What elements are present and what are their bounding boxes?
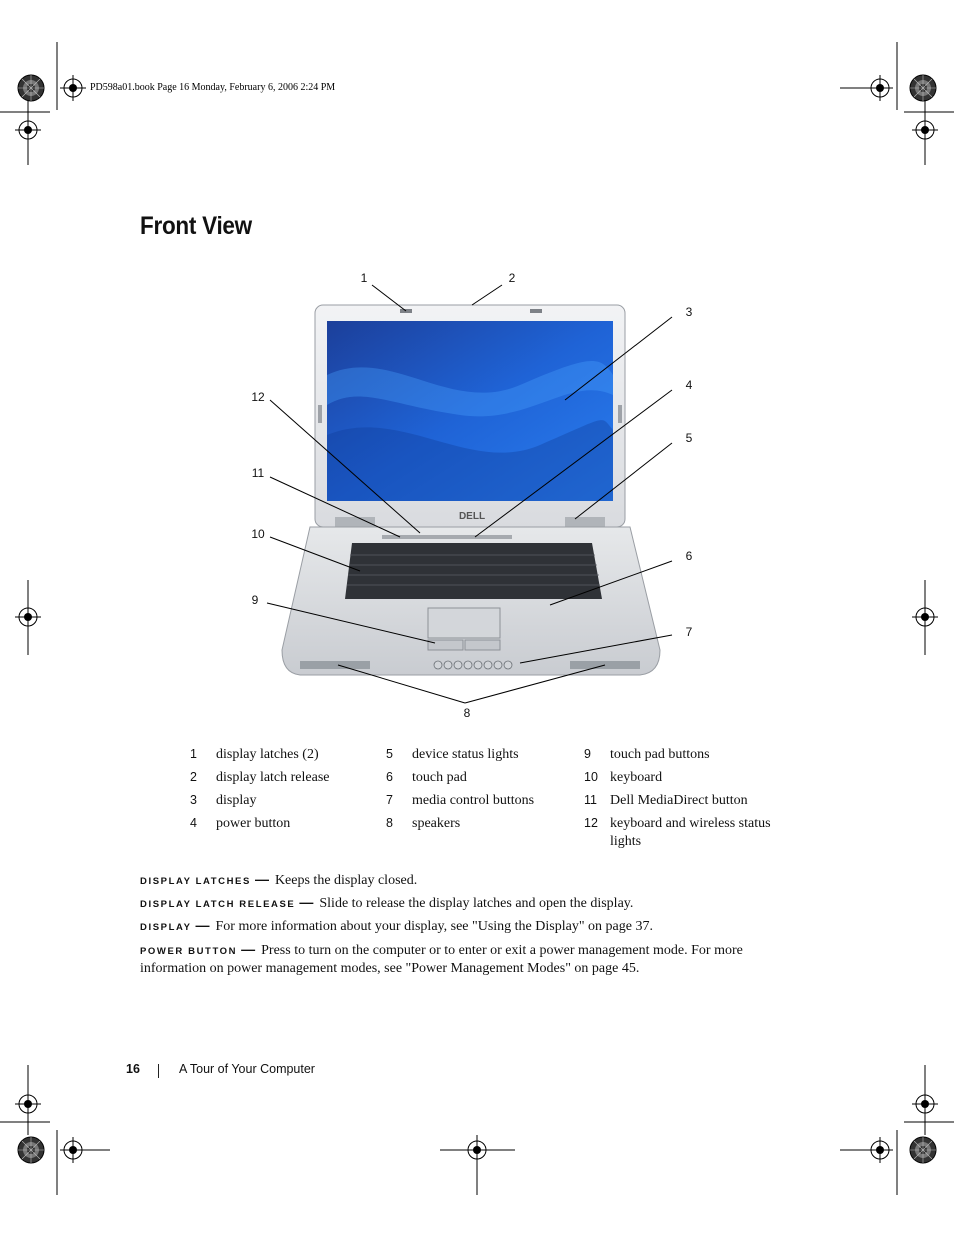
callout-10: 10 — [251, 527, 265, 541]
footer-divider — [158, 1064, 159, 1078]
description-term: DISPLAY — [140, 922, 192, 933]
callout-5: 5 — [685, 431, 693, 445]
description-text: Slide to release the display latches and… — [319, 896, 634, 911]
description-display-latch-release: DISPLAY LATCH RELEASE— Slide to release t… — [140, 894, 780, 913]
callout-9: 9 — [251, 593, 259, 607]
callout-11: 11 — [251, 466, 265, 480]
callout-1: 1 — [360, 271, 368, 285]
page-number: 16 — [126, 1062, 140, 1076]
display-screen — [327, 321, 613, 501]
description-text: Press to turn on the computer or to ente… — [140, 943, 743, 976]
print-slug: PD598a01.book Page 16 Monday, February 6… — [90, 82, 336, 93]
page-title: Front View — [140, 212, 252, 240]
speaker-left — [300, 661, 370, 669]
dell-logo: DELL — [459, 511, 485, 522]
callout-2: 2 — [508, 271, 516, 285]
callout-7: 7 — [685, 625, 693, 639]
description-text: For more information about your display,… — [215, 919, 653, 934]
laptop-front-view-figure: DELL — [240, 265, 710, 725]
keyboard — [345, 543, 602, 599]
touch-pad-button-left — [427, 639, 464, 651]
display-latch-right — [530, 309, 542, 313]
em-dash: — — [254, 871, 269, 887]
description-term: DISPLAY LATCHES — [140, 876, 251, 887]
description-text: Keeps the display closed. — [274, 873, 418, 888]
description-term: DISPLAY LATCH RELEASE — [140, 899, 296, 910]
callout-8: 8 — [463, 706, 471, 720]
description-display: DISPLAY— For more information about your … — [140, 917, 780, 936]
media-control-buttons — [433, 660, 513, 670]
status-lights — [382, 535, 512, 539]
touch-pad — [427, 607, 501, 639]
em-dash: — — [195, 917, 210, 933]
em-dash: — — [299, 894, 314, 910]
callout-4: 4 — [685, 378, 693, 392]
description-term: POWER BUTTON — [140, 946, 238, 957]
callout-leaders — [266, 284, 673, 704]
touch-pad-button-right — [464, 639, 501, 651]
chapter-title: A Tour of Your Computer — [179, 1062, 315, 1076]
callout-3: 3 — [685, 305, 693, 319]
callout-6: 6 — [685, 549, 693, 563]
callout-12: 12 — [251, 390, 265, 404]
laptop-illustration: DELL — [266, 284, 673, 704]
description-power-button: POWER BUTTON—Press to turn on the comput… — [140, 941, 780, 977]
description-display-latches: DISPLAY LATCHES— Keeps the display closed… — [140, 871, 780, 890]
em-dash: — — [241, 941, 256, 957]
